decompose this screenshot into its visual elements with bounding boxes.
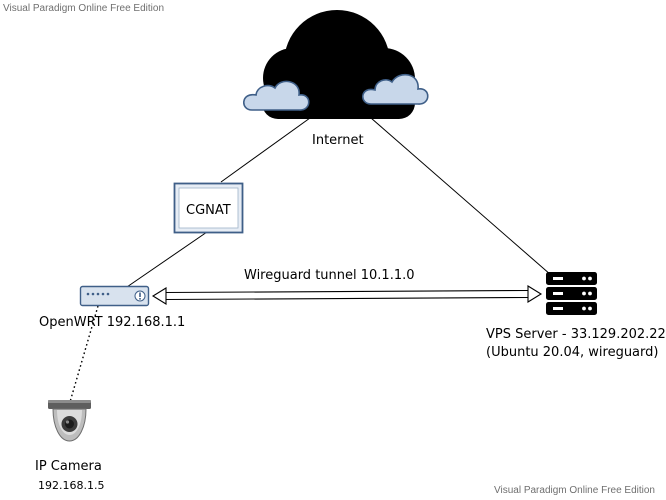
openwrt-label: OpenWRT 192.168.1.1 [39, 315, 186, 330]
watermark-bottom: Visual Paradigm Online Free Edition [493, 485, 655, 496]
watermark-top: Visual Paradigm Online Free Edition [3, 3, 165, 14]
small-cloud-right-icon [362, 73, 429, 105]
edge-internet-vps [370, 117, 552, 276]
edge-openwrt-camera [69, 305, 99, 403]
cgnat-box [173, 182, 244, 234]
camera-ip-label: 192.168.1.5 [38, 479, 105, 492]
internet-label: Internet [312, 133, 364, 148]
tunnel-label: Wireguard tunnel 10.1.1.0 [244, 268, 415, 283]
vps-label-line2: (Ubuntu 20.04, wireguard) [486, 345, 659, 360]
vps-label-line1: VPS Server - 33.129.202.22 [486, 327, 666, 342]
camera-label: IP Camera [35, 459, 102, 474]
server-icon [546, 272, 597, 315]
router-icon [79, 285, 150, 307]
cgnat-label: CGNAT [186, 203, 231, 218]
edge-internet-cgnat [220, 117, 311, 183]
edge-cgnat-openwrt [123, 231, 208, 290]
camera-icon [48, 400, 91, 442]
small-cloud-left-icon [243, 80, 310, 111]
wireguard-tunnel-arrow [151, 285, 543, 305]
